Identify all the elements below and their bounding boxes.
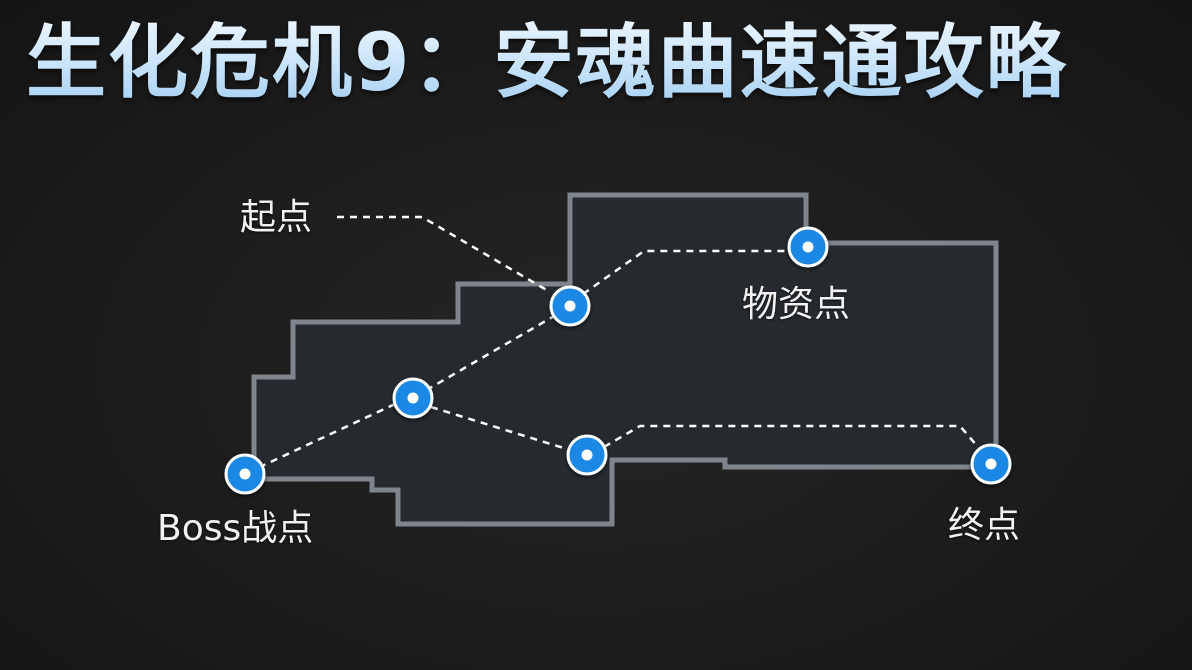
route-to-lower-node	[430, 405, 571, 452]
marker-boss-dot	[239, 468, 251, 480]
marker-supplies[interactable]	[787, 226, 829, 268]
marker-lower-dot	[581, 449, 593, 461]
marker-supplies-dot	[802, 241, 814, 253]
route-to-supplies	[582, 249, 790, 296]
marker-midpoint[interactable]	[392, 377, 434, 419]
route-upper-diagonal	[429, 313, 557, 390]
route-to-end	[603, 424, 979, 449]
map-floor-outline	[251, 192, 999, 527]
marker-boss[interactable]	[224, 453, 266, 495]
marker-end-dot	[985, 458, 997, 470]
page-title: 生化危机9：安魂曲速通攻略	[26, 8, 1068, 118]
marker-lower[interactable]	[566, 434, 608, 476]
label-boss: Boss战点	[157, 508, 314, 549]
route-paths	[261, 215, 979, 468]
marker-start-dot	[564, 300, 576, 312]
label-start: 起点	[240, 197, 313, 238]
route-start-callout	[337, 215, 551, 294]
route-to-boss	[261, 402, 396, 468]
marker-end[interactable]	[970, 443, 1012, 485]
label-end: 终点	[948, 505, 1021, 546]
marker-start[interactable]	[549, 285, 591, 327]
label-supplies: 物资点	[742, 284, 851, 325]
marker-midpoint-dot	[407, 392, 419, 404]
